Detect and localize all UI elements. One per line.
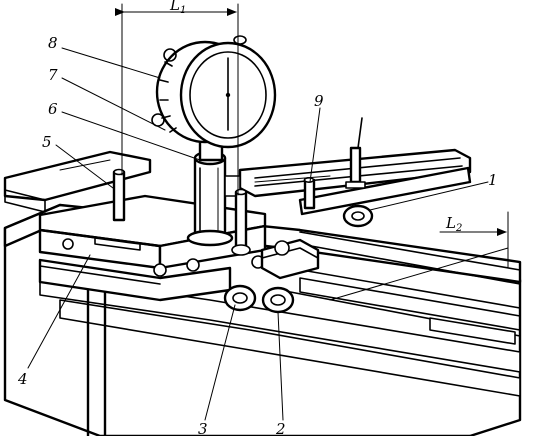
- callout-7: 7: [48, 66, 58, 84]
- dimension-label-L2: L2: [445, 214, 462, 234]
- dial-indicator: [151, 35, 277, 162]
- callout-4: 4: [17, 370, 28, 388]
- dimension-L2: [329, 211, 509, 301]
- left-bracket: [3, 150, 152, 213]
- pin-right: [231, 188, 251, 256]
- roller-2: [261, 286, 295, 314]
- callout-5: 5: [42, 133, 52, 151]
- callout-1: 1: [488, 171, 498, 189]
- callout-6: 6: [48, 100, 58, 118]
- callout-9: 9: [314, 92, 324, 110]
- clamp-block: [260, 238, 320, 280]
- callout-8: 8: [48, 34, 58, 52]
- callouts: 8 7 6 5 9 1 4 3 2 L1 L2: [17, 0, 498, 436]
- rear-adjust-screw: [345, 117, 366, 189]
- pin-9: [303, 177, 316, 210]
- callout-3: 3: [198, 420, 208, 436]
- dimension-label-L1: L1: [169, 0, 186, 16]
- roller-rear: [342, 204, 374, 228]
- roller-3: [223, 284, 257, 312]
- dimension-L1: [115, 3, 239, 196]
- leader-lines: [27, 47, 489, 421]
- pin-5: [112, 168, 126, 222]
- callout-2: 2: [275, 420, 286, 436]
